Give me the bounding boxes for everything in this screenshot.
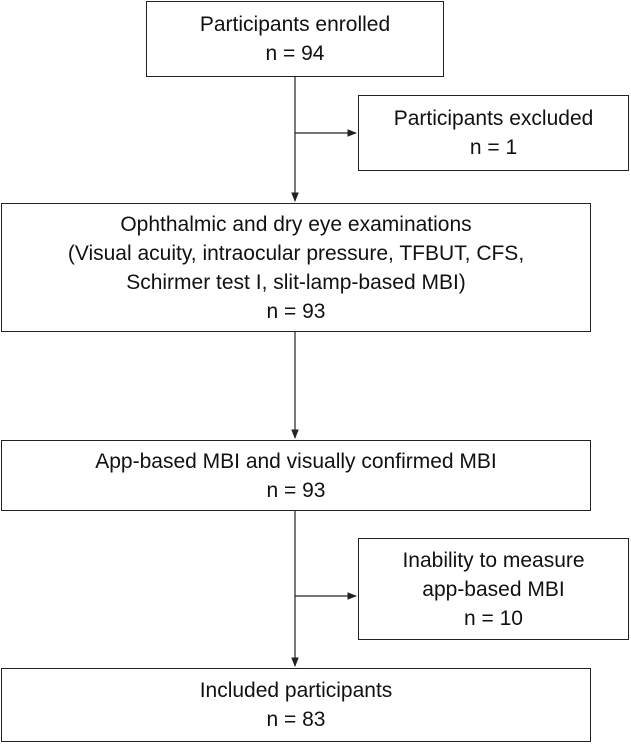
inability-line-1: Inability to measure — [402, 548, 585, 572]
excluded-title: Participants excluded — [393, 107, 594, 130]
enrolled-count: n = 94 — [265, 42, 325, 65]
app-based-title: App-based MBI and visually confirmed MBI — [95, 449, 497, 473]
included-title: Included participants — [199, 679, 393, 702]
included-count: n = 83 — [266, 708, 326, 731]
box-examinations: Ophthalmic and dry eye examinations (Vis… — [1, 203, 591, 332]
excluded-count: n = 1 — [469, 136, 518, 159]
inability-line-2: app-based MBI — [422, 577, 565, 601]
examinations-line-2: (Visual acuity, intraocular pressure, TF… — [67, 241, 525, 265]
examinations-line-3: Schirmer test I, slit-lamp-based MBI) — [126, 270, 466, 294]
enrolled-title: Participants enrolled — [199, 13, 391, 36]
examinations-line-1: Ophthalmic and dry eye examinations — [120, 212, 472, 236]
examinations-count: n = 93 — [266, 299, 326, 323]
app-based-count: n = 93 — [266, 478, 326, 502]
box-participants-excluded: Participants excluded n = 1 — [358, 95, 629, 171]
inability-count: n = 10 — [464, 606, 523, 630]
box-inability-to-measure: Inability to measure app-based MBI n = 1… — [358, 538, 629, 640]
box-participants-enrolled: Participants enrolled n = 94 — [146, 1, 444, 77]
box-included-participants: Included participants n = 83 — [1, 668, 591, 742]
box-app-based-mbi: App-based MBI and visually confirmed MBI… — [1, 440, 591, 511]
